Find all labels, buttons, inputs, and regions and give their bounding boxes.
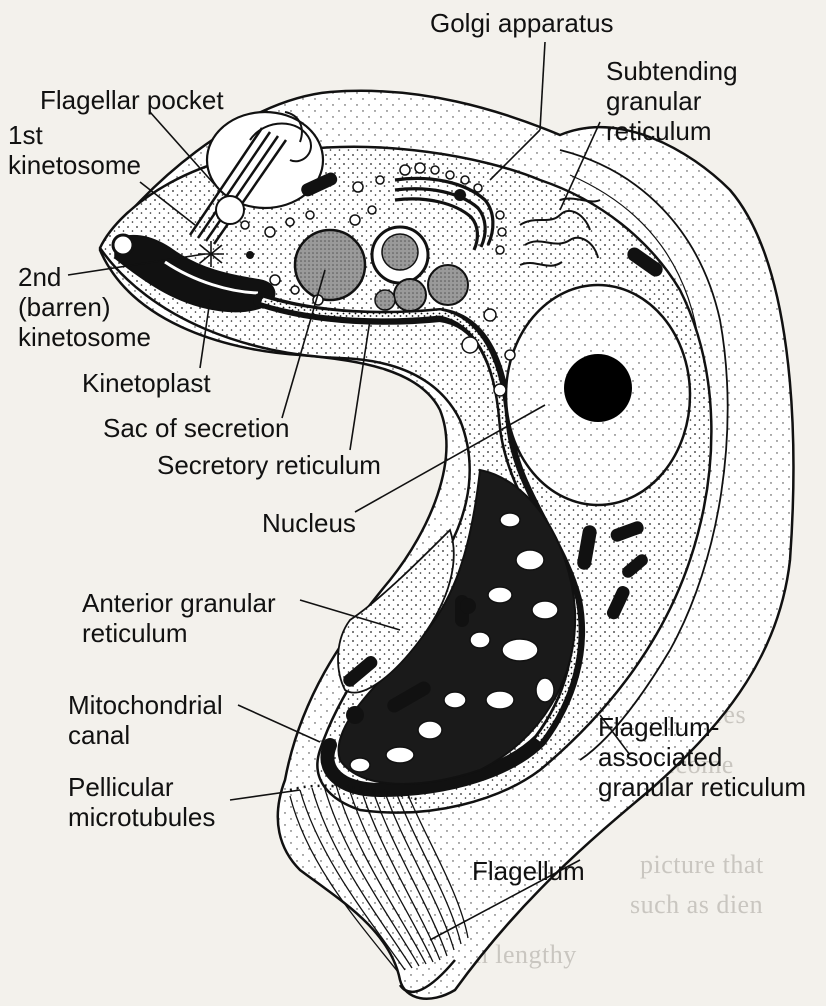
label-golgi-apparatus: Golgi apparatus bbox=[430, 8, 614, 38]
label-second-kinetosome-line2: (barren) bbox=[18, 292, 110, 322]
label-secretory-reticulum: Secretory reticulum bbox=[157, 450, 381, 480]
label-pellicular-microtubules-line1: Pellicular bbox=[68, 772, 174, 802]
sac-of-secretion bbox=[295, 230, 365, 300]
label-second-kinetosome-line1: 2nd bbox=[18, 262, 61, 292]
label-subtending-reticulum-line1: Subtending bbox=[606, 56, 738, 86]
label-flagellum-assoc-line2: associated bbox=[598, 742, 722, 772]
label-pellicular-microtubules-line2: microtubules bbox=[68, 802, 215, 832]
label-subtending-reticulum-line2: granular bbox=[606, 86, 701, 116]
label-kinetoplast: Kinetoplast bbox=[82, 368, 211, 398]
label-anterior-reticulum-line2: reticulum bbox=[82, 618, 187, 648]
label-flagellum: Flagellum bbox=[472, 856, 585, 886]
label-flagellar-pocket: Flagellar pocket bbox=[40, 85, 224, 115]
secretory-body bbox=[375, 290, 395, 310]
nucleolus bbox=[564, 354, 632, 422]
label-sac-of-secretion: Sac of secretion bbox=[103, 413, 289, 443]
label-first-kinetosome-line1: 1st bbox=[8, 120, 43, 150]
label-anterior-reticulum-line1: Anterior granular bbox=[82, 588, 276, 618]
label-first-kinetosome-line2: kinetosome bbox=[8, 150, 141, 180]
kinetoplast-disc bbox=[113, 235, 133, 255]
label-flagellum-assoc-line1: Flagellum- bbox=[598, 712, 719, 742]
secretory-body bbox=[394, 279, 426, 311]
vacuole-near-pocket bbox=[216, 196, 244, 224]
label-second-kinetosome-line3: kinetosome bbox=[18, 322, 151, 352]
label-mitochondrial-canal-line2: canal bbox=[68, 720, 130, 750]
secretory-body bbox=[428, 265, 468, 305]
label-subtending-reticulum-line3: reticulum bbox=[606, 116, 711, 146]
label-nucleus: Nucleus bbox=[262, 508, 356, 538]
label-flagellum-assoc-line3: granular reticulum bbox=[598, 772, 806, 802]
label-mitochondrial-canal-line1: Mitochondrial bbox=[68, 690, 223, 720]
secretory-body-inner bbox=[382, 234, 418, 270]
